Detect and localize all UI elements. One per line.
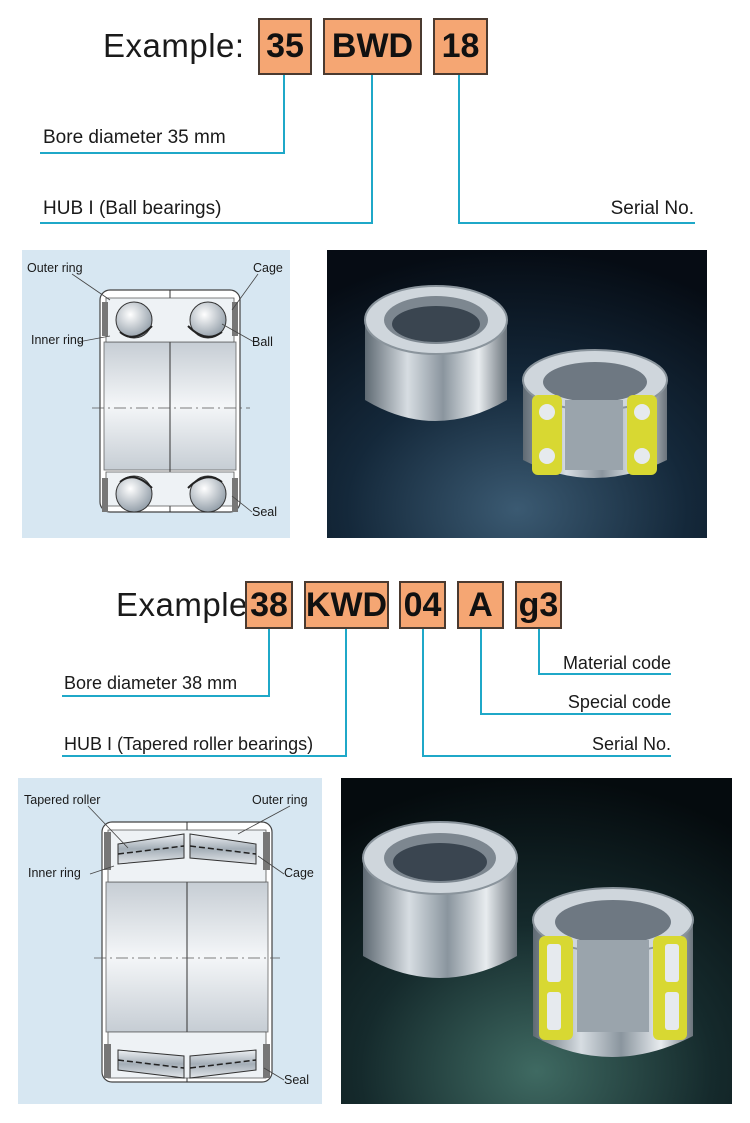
example1-label: Example: — [103, 27, 245, 64]
leader-line — [62, 755, 347, 757]
bore-description: Bore diameter 38 mm — [64, 673, 238, 693]
label-ball: Ball — [252, 335, 273, 349]
leader-line — [480, 713, 671, 715]
leader-line — [62, 695, 270, 697]
leader-line — [538, 673, 671, 675]
type-description: HUB I (Ball bearings) — [43, 198, 222, 219]
material-description: Material code — [562, 653, 671, 673]
leader-line — [538, 629, 540, 675]
label-cage: Cage — [284, 866, 314, 880]
example1-code-bore: 35 — [258, 18, 312, 75]
label-seal: Seal — [252, 505, 278, 519]
label-cage: Cage — [253, 261, 283, 275]
label-tapered-roller: Tapered roller — [24, 793, 101, 807]
label-inner-ring: Inner ring — [28, 866, 81, 880]
leader-line — [458, 75, 460, 224]
leader-line — [422, 629, 424, 757]
tapered-roller-drawing — [87, 805, 291, 1083]
leader-line — [283, 75, 285, 153]
ball-bearing-drawing — [71, 273, 259, 513]
example2-code-material: g3 — [515, 581, 562, 629]
ball-bearing-diagram: Outer ring Cage Inner ring Ball Seal — [22, 250, 290, 538]
example2-code-serial: 04 — [399, 581, 446, 629]
example2-code-type: KWD — [304, 581, 389, 629]
example1-code-type: BWD — [323, 18, 422, 75]
ball-bearing-photo — [327, 250, 707, 538]
leader-line — [345, 629, 347, 757]
label-inner-ring: Inner ring — [31, 333, 84, 347]
special-description: Special code — [567, 692, 671, 712]
label-outer-ring: Outer ring — [27, 261, 83, 275]
label-outer-ring: Outer ring — [252, 793, 308, 807]
leader-line — [422, 755, 671, 757]
leader-line — [371, 75, 373, 224]
label-seal: Seal — [284, 1073, 310, 1087]
bore-description: Bore diameter 35 mm — [43, 127, 226, 148]
leader-line — [268, 629, 270, 697]
example2-code-bore: 38 — [245, 581, 293, 629]
ball-bearing-photo-image — [327, 250, 707, 538]
serial-description: Serial No. — [591, 734, 671, 754]
tapered-roller-diagram: Tapered roller Outer ring Inner ring Cag… — [18, 778, 322, 1104]
example2-label: Example: — [116, 586, 258, 623]
serial-description: Serial No. — [610, 198, 694, 219]
leader-line — [40, 152, 285, 154]
tapered-roller-photo — [341, 778, 732, 1104]
example2-code-special: A — [457, 581, 504, 629]
leader-line — [480, 629, 482, 715]
tapered-roller-photo-image — [341, 778, 732, 1104]
leader-line — [40, 222, 373, 224]
type-description: HUB I (Tapered roller bearings) — [64, 734, 314, 754]
leader-line — [458, 222, 695, 224]
example1-code-serial: 18 — [433, 18, 488, 75]
